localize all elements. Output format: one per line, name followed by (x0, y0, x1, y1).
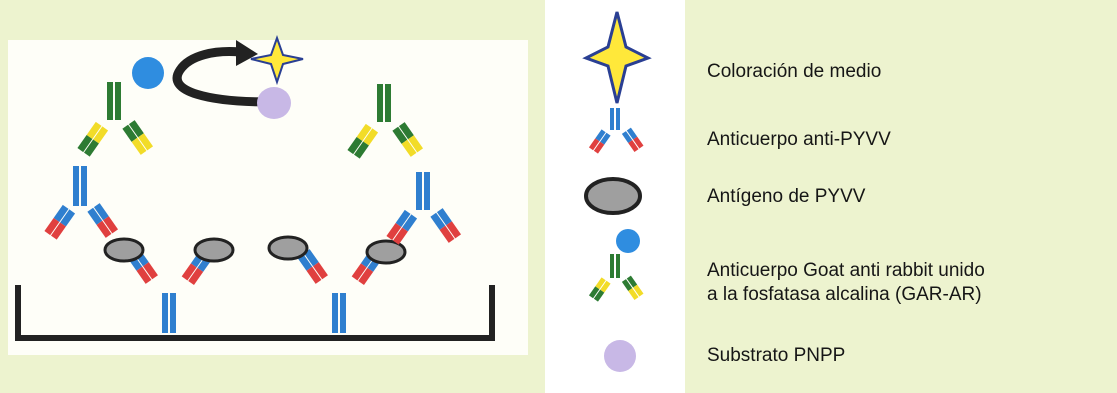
legend-label-coloracion: Coloración de medio (707, 60, 881, 84)
antigen-left-1 (105, 239, 143, 261)
alkaline-phosphatase-enzyme (132, 57, 164, 89)
legend-label-gar-ar-line1: Anticuerpo Goat anti rabbit unido (707, 259, 985, 283)
legend-label-anticuerpo-anti-pyvv: Anticuerpo anti-PYVV (707, 128, 891, 152)
antigen-right-2 (367, 241, 405, 263)
well-plate (18, 285, 492, 338)
legend-label-gar-ar: Anticuerpo Goat anti rabbit unido a la f… (707, 259, 985, 307)
gar-ar-antibody-left (77, 82, 153, 157)
substrate-circle-icon (604, 340, 636, 372)
gar-ar-antibody-right (347, 84, 423, 159)
colored-product-star-icon (251, 38, 303, 82)
reaction-arrowhead-icon (236, 40, 258, 66)
capture-antibody-right (297, 249, 382, 333)
capture-antibody-left (127, 249, 212, 333)
antigen-left-2 (195, 239, 233, 261)
substrate-pnpp (257, 87, 291, 119)
legend-label-substrato: Substrato PNPP (707, 344, 845, 368)
legend-label-antigeno: Antígeno de PYVV (707, 185, 865, 209)
antibody-anti-pyvv-icon (589, 108, 644, 154)
detection-antibody-right (386, 172, 461, 245)
detection-antibody-left (44, 166, 118, 240)
antibody-gar-ar-icon (589, 229, 644, 302)
legend-label-gar-ar-line2: a la fosfatasa alcalina (GAR-AR) (707, 283, 985, 307)
antigen-ellipse-icon (586, 179, 640, 213)
star-icon (586, 12, 648, 103)
antigen-right-1 (269, 237, 307, 259)
